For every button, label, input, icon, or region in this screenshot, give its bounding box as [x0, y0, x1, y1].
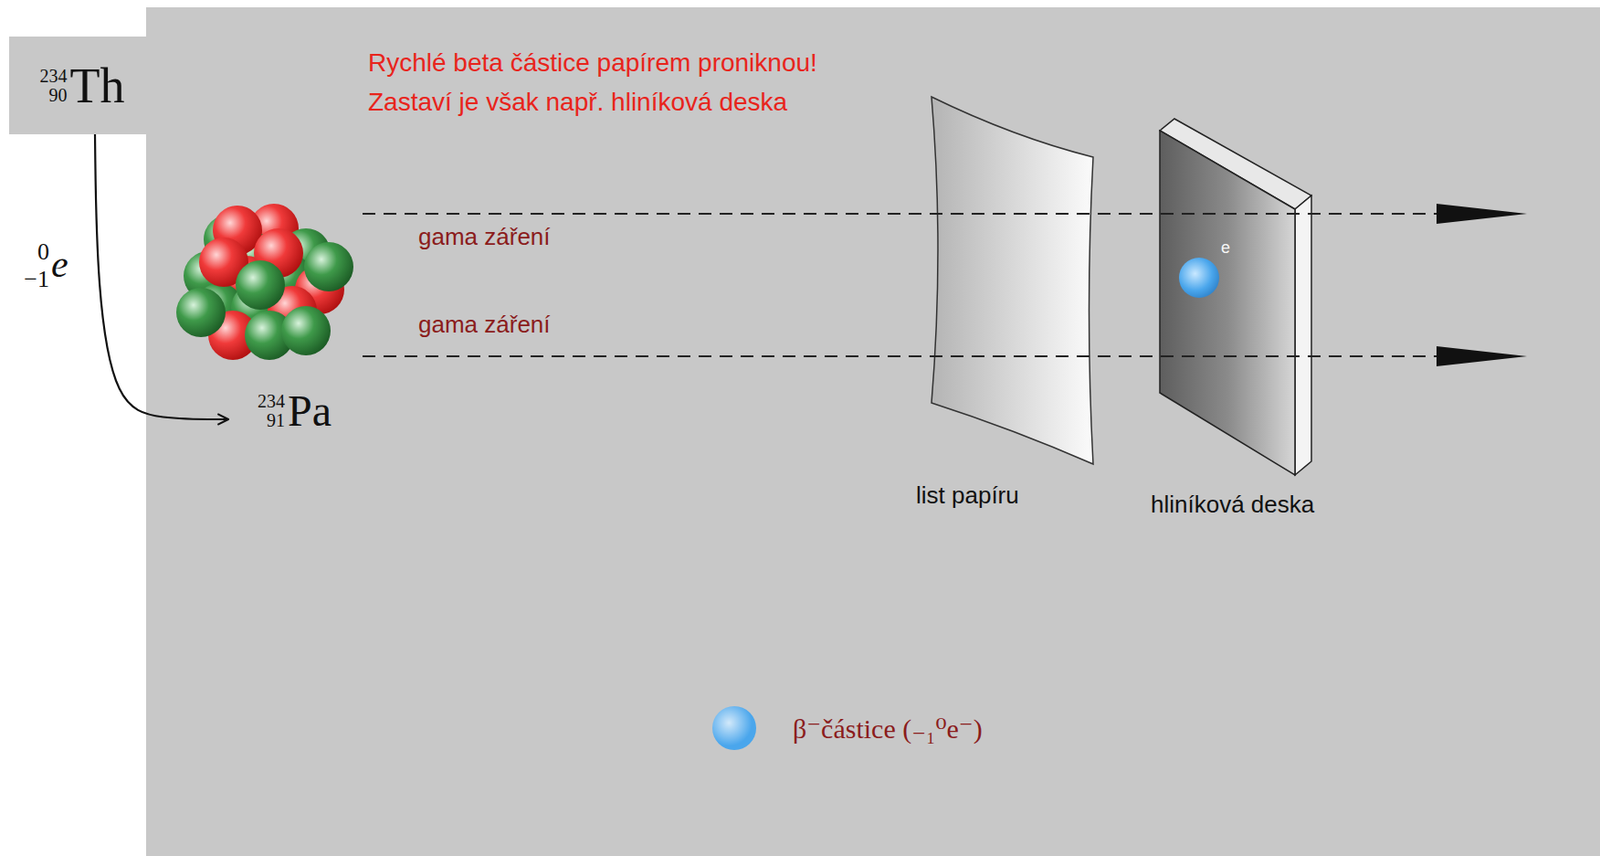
charge-superscript: 0	[37, 239, 50, 266]
mass-number: 234	[40, 66, 68, 86]
gamma-ray	[362, 212, 1442, 215]
nuclide-label: 23491Pa	[228, 383, 337, 439]
note: Zastaví je však např. hliníková deska	[368, 88, 788, 117]
nucleon	[304, 242, 354, 292]
electron-dot	[1178, 257, 1220, 298]
nuclide-numbers: 23491	[257, 391, 285, 431]
part-name: list papíru	[915, 482, 1020, 509]
mass-number: 234	[257, 391, 285, 411]
legend-text: β⁻částice (₋₁⁰e⁻)	[792, 712, 983, 745]
background-panel	[146, 7, 1600, 856]
paper-sheet	[931, 96, 1094, 464]
nuclide-symbol: 23491Pa	[257, 389, 332, 433]
element-symbol: Th	[70, 61, 126, 111]
nuclide-symbol: 23490Th	[40, 61, 126, 111]
nucleon	[176, 287, 226, 337]
ray-arrowhead	[1436, 203, 1527, 224]
atomic-number: 91	[266, 410, 285, 431]
legend-item: β⁻částice (₋₁⁰e⁻)	[712, 705, 983, 750]
element-symbol: Pa	[287, 389, 332, 433]
nucleon	[281, 305, 331, 356]
atomic-number: 90	[49, 85, 68, 106]
gamma-ray	[362, 355, 1442, 358]
legend-swatch	[712, 705, 757, 750]
plate-side	[1294, 195, 1312, 475]
decay-arrow	[94, 134, 229, 420]
note: Rychlé beta částice papírem proniknou!	[368, 49, 818, 78]
nuclide-box: 23490Th	[9, 36, 156, 135]
electron-symbol: e	[51, 242, 69, 285]
plate-front	[1159, 130, 1295, 475]
charge-subscript: −1	[23, 266, 50, 294]
ray-label: gama záření	[418, 311, 551, 338]
nucleus	[176, 203, 354, 360]
ray-arrowhead	[1436, 346, 1527, 367]
electron-label: e	[1221, 239, 1231, 258]
part-name: hliníková deska	[1150, 491, 1315, 518]
nuclide-numbers: 23490	[40, 66, 68, 106]
nucleon	[235, 260, 285, 310]
ray-label: gama záření	[418, 223, 551, 251]
